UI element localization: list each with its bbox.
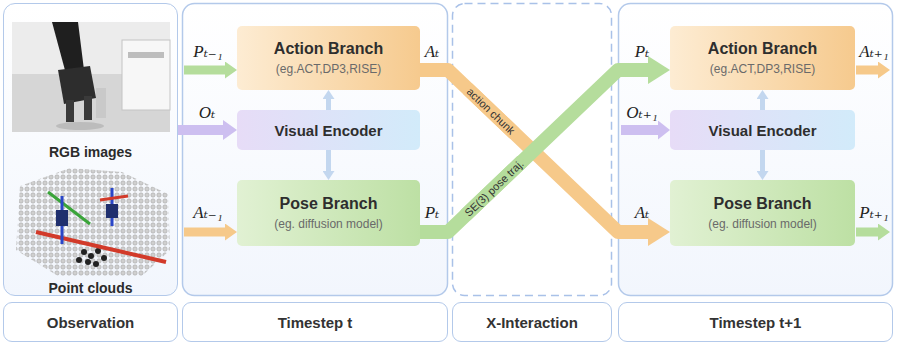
photo-machine-part: [128, 52, 164, 58]
image-caption: RGB images: [49, 143, 132, 161]
flow-arrow: [326, 150, 331, 171]
pose-branch-box: Pose Branch (eg. diffusion model): [670, 180, 855, 246]
box-title: Visual Encoder: [708, 121, 816, 140]
stage-label-box: Observation: [3, 302, 178, 342]
panel-ground: [4, 4, 178, 296]
box-subtitle: (eg.ACT,DP3,RISE): [276, 61, 381, 77]
input-arrow: [621, 125, 658, 135]
box-title: Action Branch: [708, 39, 817, 59]
timestep-panel: [619, 4, 893, 296]
cloud-point: [76, 257, 82, 263]
output-symbol: Pₜ: [425, 203, 440, 223]
box-title: Visual Encoder: [274, 121, 382, 140]
axis-x: [36, 232, 166, 262]
cloud-point: [88, 253, 94, 259]
output-symbol: Aₜ: [425, 42, 440, 62]
axis-x: [100, 196, 128, 200]
rgb-photo: [12, 22, 170, 132]
photo-wall: [12, 22, 170, 74]
observation-panel: RGB imagesPoint clouds: [3, 3, 178, 296]
box-title: Pose Branch: [280, 194, 378, 214]
flow-arrow: [760, 99, 765, 110]
gripper-marker: [56, 210, 68, 226]
output-symbol: Aₜ₊₁: [859, 42, 888, 62]
cloud-point: [101, 255, 107, 261]
stage-label-box: Timestep t+1: [618, 302, 893, 342]
input-symbol: Aₜ: [635, 203, 650, 223]
flow-arrow: [760, 150, 765, 171]
box-title: Timestep t+1: [710, 313, 802, 332]
input-symbol: Aₜ₋₁: [193, 203, 222, 223]
edge-label: Oₜ: [199, 103, 215, 123]
output-arrow: [856, 228, 878, 237]
point-cloud: [16, 168, 170, 276]
edge-label: SE(3) pose traj.: [459, 155, 528, 222]
axis-y: [48, 192, 90, 224]
box-subtitle: (eg. diffusion model): [274, 216, 383, 232]
box-title: Pose Branch: [714, 194, 812, 214]
robot-arm: [52, 22, 84, 74]
axis-z: [61, 196, 64, 244]
visual-encoder-box: Visual Encoder: [237, 110, 420, 150]
box-title: Observation: [47, 313, 135, 332]
edge-label: action chunk: [461, 82, 520, 139]
flow-arrow: [326, 99, 331, 110]
gripper-finger: [84, 96, 92, 120]
box-title: X-Interaction: [486, 313, 578, 332]
box-subtitle: (eg.ACT,DP3,RISE): [710, 61, 815, 77]
output-symbol: Pₜ₊₁: [859, 203, 888, 223]
timestep-panel: [183, 4, 448, 296]
cloud-point: [81, 249, 87, 255]
photo-object: [96, 88, 106, 118]
photo-shadow: [56, 122, 104, 130]
input-symbol: Pₜ: [635, 42, 650, 62]
stage-label-box: X-Interaction: [452, 302, 612, 342]
box-title: Timestep t: [278, 313, 353, 332]
flow-arrow: [420, 70, 648, 232]
input-symbol: Oₜ₊₁: [626, 103, 657, 123]
interaction-panel: [453, 4, 612, 296]
input-arrow: [184, 66, 225, 75]
cloud-points: [16, 168, 170, 276]
action-branch-box: Action Branch (eg.ACT,DP3,RISE): [237, 26, 420, 90]
cloud-point: [85, 259, 91, 265]
photo-ground: [12, 22, 170, 132]
input-symbol: Pₜ₋₁: [193, 42, 222, 62]
cloud-point: [93, 261, 99, 267]
flow-arrow: [178, 125, 223, 135]
image-caption: Point clouds: [49, 279, 133, 297]
axis-z: [111, 188, 114, 226]
input-arrow: [184, 228, 225, 237]
flow-arrow: [420, 70, 648, 232]
gripper-marker: [106, 204, 118, 218]
photo-machine: [122, 40, 170, 110]
gripper-finger: [66, 100, 74, 122]
pose-branch-box: Pose Branch (eg. diffusion model): [237, 180, 420, 246]
visual-encoder-box: Visual Encoder: [670, 110, 855, 150]
box-subtitle: (eg. diffusion model): [708, 216, 817, 232]
output-arrow: [856, 66, 878, 75]
box-title: Action Branch: [274, 39, 383, 59]
robot-wrist: [58, 66, 96, 104]
stage-label-box: Timestep t: [182, 302, 448, 342]
action-branch-box: Action Branch (eg.ACT,DP3,RISE): [670, 26, 855, 90]
cloud-point: [95, 248, 101, 254]
